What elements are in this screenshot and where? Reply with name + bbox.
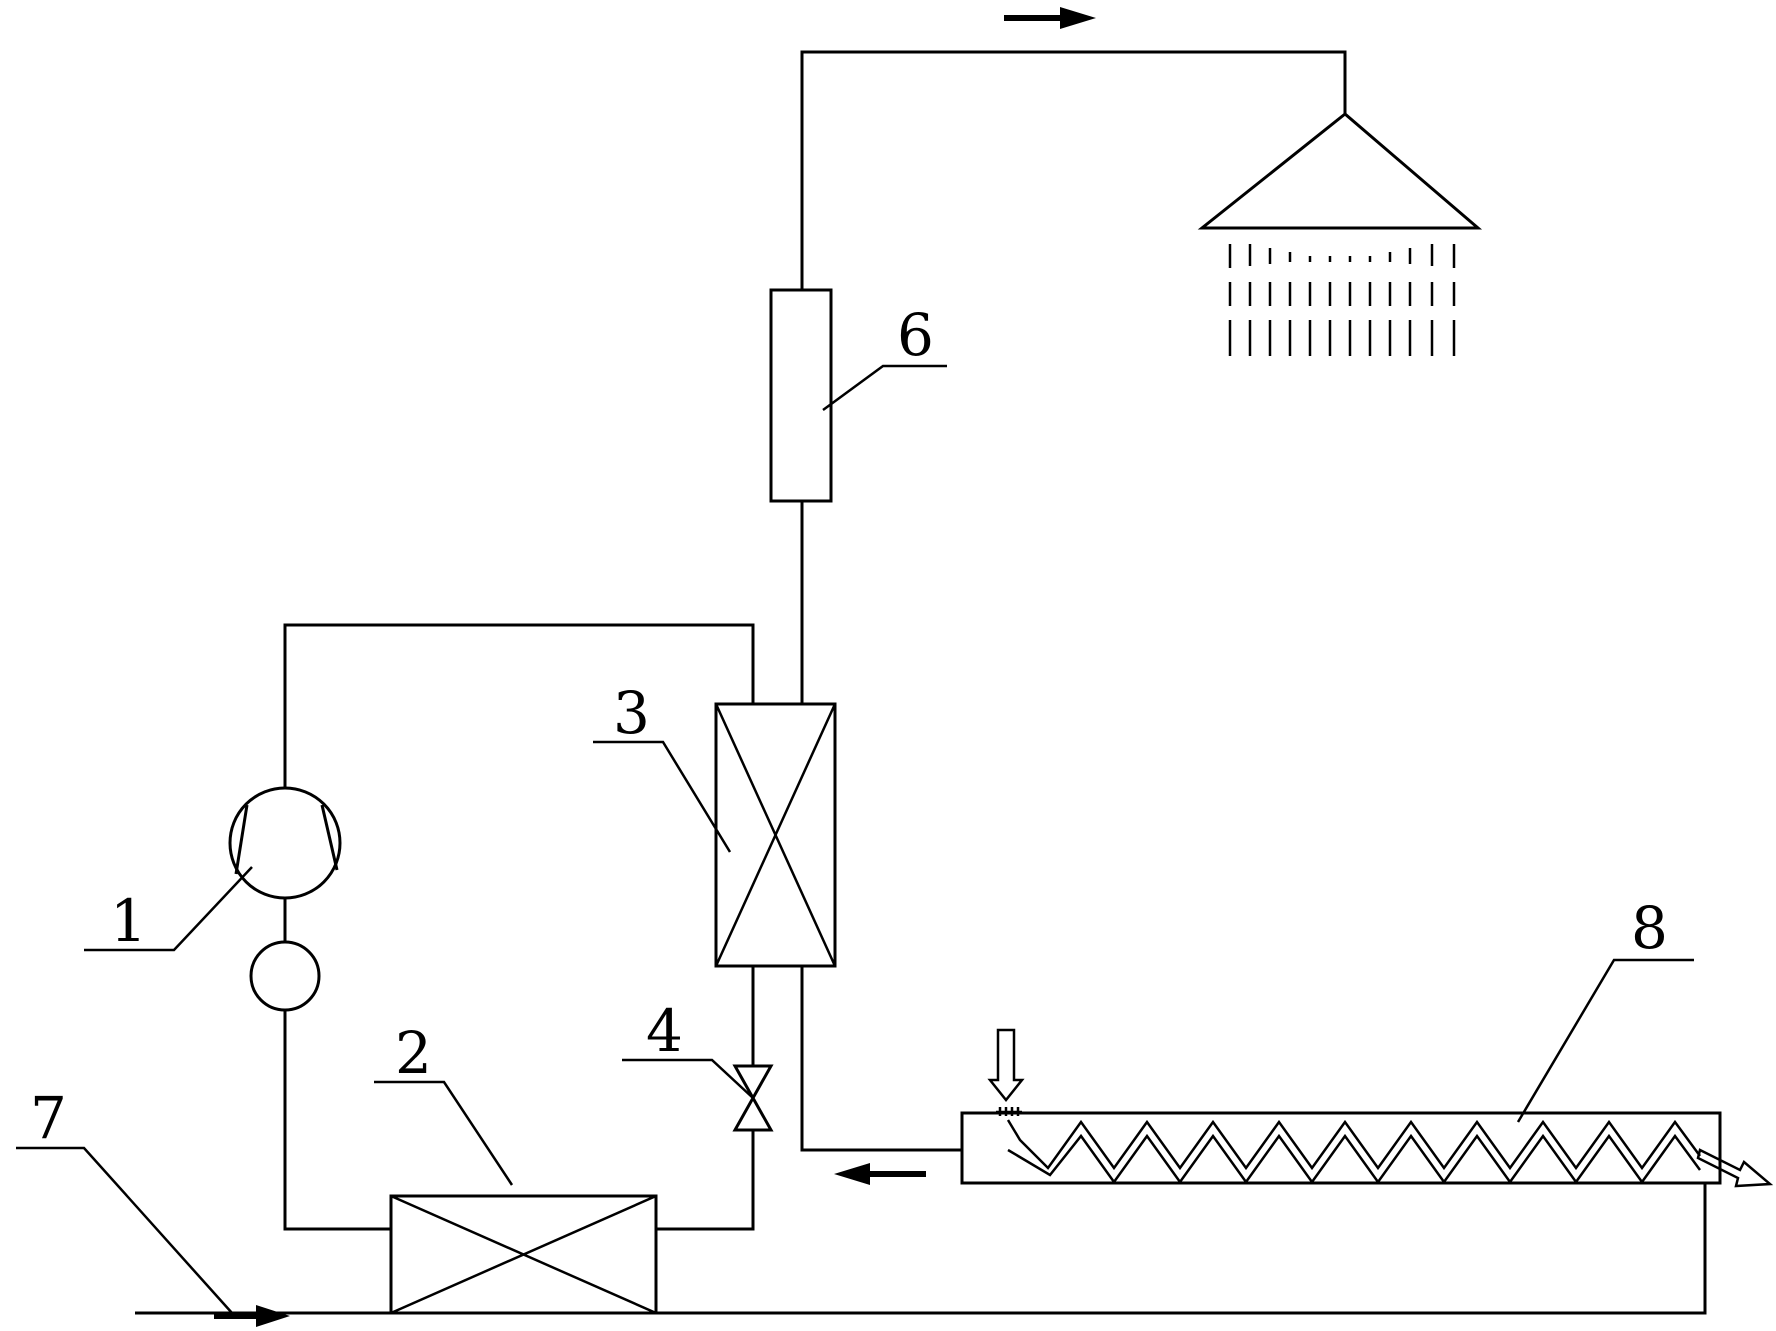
label-7: 7	[30, 1084, 67, 1152]
pipe-separator-to-2	[283, 1010, 391, 1231]
heat-exchanger-3	[714, 702, 837, 968]
label-2: 2	[395, 1019, 432, 1087]
pipe-3-to-drain	[800, 966, 962, 1152]
drain-heat-exchanger	[960, 1107, 1722, 1185]
pipe-valve-to-2	[656, 1130, 755, 1231]
flow-arrow-inlet	[214, 1305, 290, 1327]
coil-lower	[1007, 1133, 1702, 1185]
water-spray	[1228, 244, 1456, 356]
pipe-network	[135, 50, 1707, 1315]
shower-head	[1197, 112, 1483, 230]
expansion-valve	[732, 1064, 774, 1132]
pipe-2-to-drain	[656, 1153, 1707, 1315]
heat-exchanger-2	[389, 1194, 658, 1315]
leader-lines	[16, 364, 1694, 1314]
compressor	[228, 786, 342, 900]
pipe-compressor-to-3	[283, 623, 755, 788]
label-3: 3	[613, 679, 650, 747]
component-6	[769, 288, 833, 503]
label-8: 8	[1631, 894, 1668, 962]
flow-arrow-return	[834, 1163, 926, 1185]
pipe-to-shower	[800, 50, 1347, 290]
separator	[249, 940, 321, 1012]
flow-arrow-top	[1004, 7, 1096, 29]
label-4: 4	[646, 997, 683, 1065]
drain-inlet-arrow	[987, 1028, 1025, 1103]
label-1: 1	[110, 887, 147, 955]
label-6: 6	[897, 301, 934, 369]
drain-outlet-arrow	[1696, 1148, 1774, 1188]
coil-upper	[1006, 1119, 1702, 1171]
